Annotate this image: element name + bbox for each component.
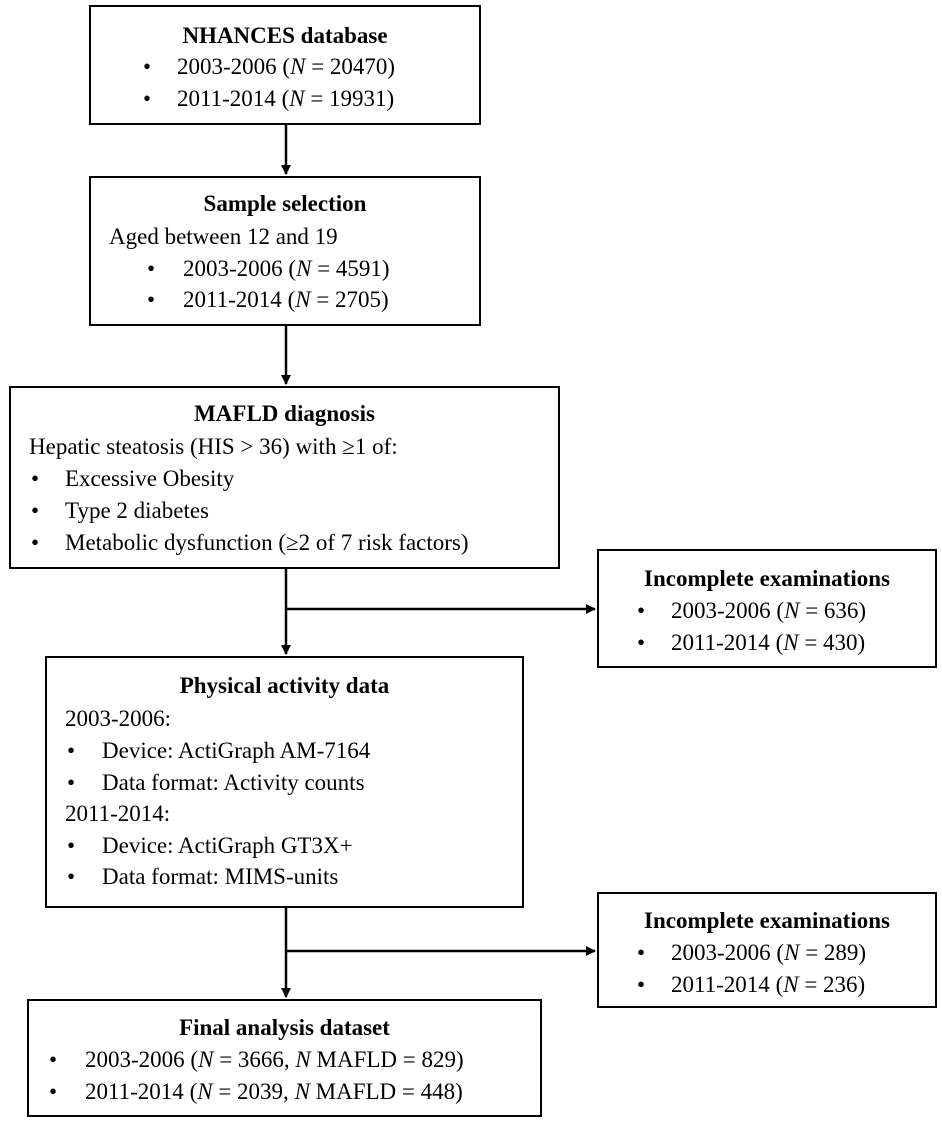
bullet-icon: •	[49, 1079, 58, 1104]
bullet-icon: •	[67, 738, 76, 763]
physical-group-2-item-2: Data format: MIMS-units	[102, 864, 339, 889]
bullet-icon: •	[31, 530, 40, 555]
incomplete-examinations-box-2: Incomplete examinations • 2003-2006 (N =…	[597, 892, 937, 1008]
physical-title: Physical activity data	[179, 673, 390, 698]
incomplete-1-item-2: 2011-2014 (N = 430)	[671, 630, 866, 655]
sample-item-2: 2011-2014 (N = 2705)	[183, 287, 389, 312]
bullet-icon: •	[31, 498, 40, 523]
mafld-item-1: Excessive Obesity	[65, 466, 235, 491]
final-item-2: 2011-2014 (N = 2039, N MAFLD = 448)	[85, 1079, 463, 1104]
sample-title: Sample selection	[203, 191, 367, 216]
final-title: Final analysis dataset	[179, 1015, 390, 1040]
incomplete-2-item-1: 2003-2006 (N = 289)	[671, 940, 867, 965]
sample-item-1: 2003-2006 (N = 4591)	[183, 256, 390, 281]
physical-group-1-label: 2003-2006:	[65, 706, 172, 731]
physical-group-2-label: 2011-2014:	[65, 801, 171, 826]
nhances-item-2: 2011-2014 (N = 19931)	[177, 86, 395, 111]
sample-selection-box: Sample selection Aged between 12 and 19 …	[89, 176, 481, 326]
nhances-title: NHANCES database	[182, 23, 388, 48]
bullet-icon: •	[143, 54, 152, 79]
bullet-icon: •	[147, 287, 156, 312]
physical-group-2-item-1: Device: ActiGraph GT3X+	[102, 833, 353, 858]
bullet-icon: •	[637, 598, 646, 623]
bullet-icon: •	[637, 972, 646, 997]
physical-group-1-item-1: Device: ActiGraph AM-7164	[102, 738, 371, 763]
mafld-item-2: Type 2 diabetes	[65, 498, 210, 523]
bullet-icon: •	[147, 256, 156, 281]
mafld-item-3: Metabolic dysfunction (≥2 of 7 risk fact…	[65, 530, 469, 555]
final-item-1: 2003-2006 (N = 3666, N MAFLD = 829)	[85, 1047, 464, 1072]
bullet-icon: •	[637, 630, 646, 655]
incomplete-examinations-box-1: Incomplete examinations • 2003-2006 (N =…	[597, 549, 937, 668]
mafld-diagnosis-box: MAFLD diagnosis Hepatic steatosis (HIS >…	[9, 386, 560, 569]
physical-activity-box: Physical activity data 2003-2006: • Devi…	[45, 656, 524, 908]
mafld-subtitle: Hepatic steatosis (HIS > 36) with ≥1 of:	[29, 434, 398, 459]
sample-subtitle: Aged between 12 and 19	[109, 224, 338, 249]
bullet-icon: •	[143, 86, 152, 111]
bullet-icon: •	[67, 833, 76, 858]
final-analysis-box: Final analysis dataset • 2003-2006 (N = …	[27, 999, 542, 1117]
incomplete-2-item-2: 2011-2014 (N = 236)	[671, 972, 866, 997]
bullet-icon: •	[67, 770, 76, 795]
nhances-database-box: NHANCES database • 2003-2006 (N = 20470)…	[89, 5, 481, 125]
physical-group-1-item-2: Data format: Activity counts	[102, 770, 365, 795]
incomplete-2-title: Incomplete examinations	[644, 908, 890, 933]
incomplete-1-title: Incomplete examinations	[644, 566, 890, 591]
bullet-icon: •	[637, 940, 646, 965]
bullet-icon: •	[49, 1047, 58, 1072]
nhances-item-1: 2003-2006 (N = 20470)	[177, 54, 396, 79]
mafld-title: MAFLD diagnosis	[194, 401, 375, 426]
incomplete-1-item-1: 2003-2006 (N = 636)	[671, 598, 867, 623]
bullet-icon: •	[67, 864, 76, 889]
bullet-icon: •	[31, 466, 40, 491]
